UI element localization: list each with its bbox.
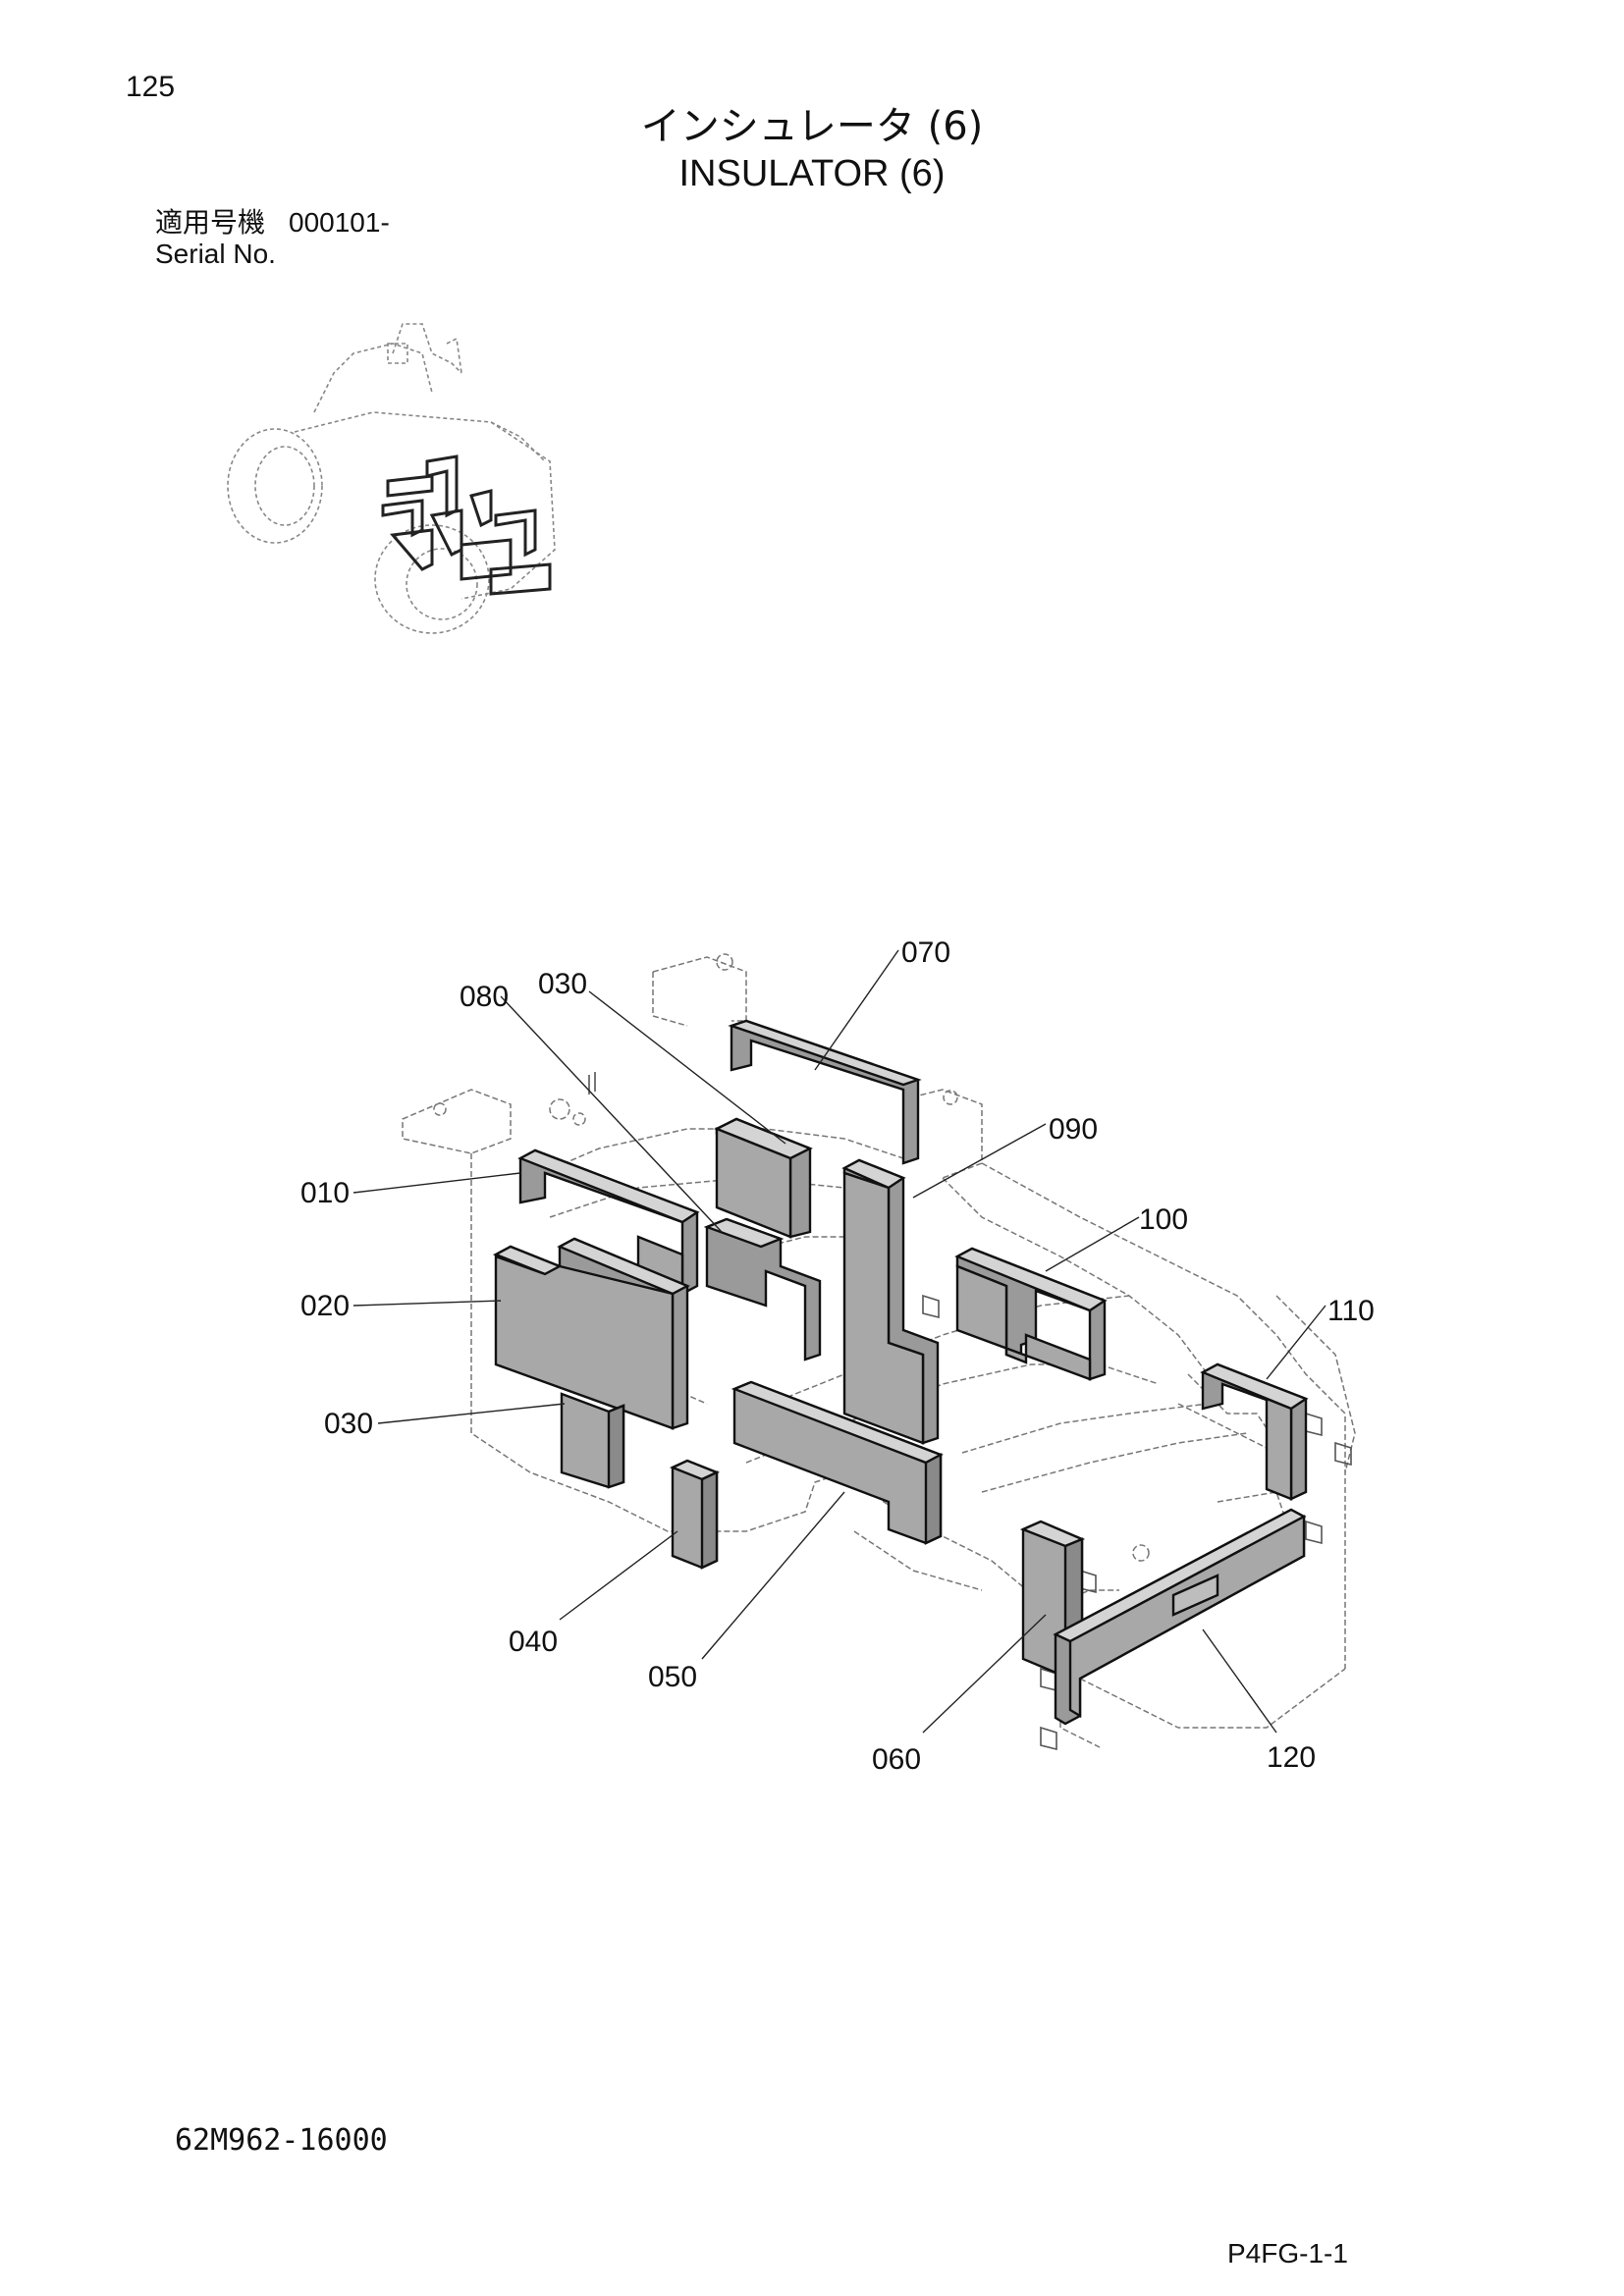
callout-120: 120	[1267, 1741, 1316, 1774]
serial-label-japanese: 適用号機 000101-	[155, 201, 390, 240]
document-code: 62M962-16000	[175, 2123, 388, 2158]
callout-labels: 070 080 030 090 100 110 010 020 030 040 …	[300, 936, 1375, 1776]
serial-label-jp: 適用号機	[155, 206, 266, 239]
callout-030-lower: 030	[324, 1408, 373, 1440]
title-english: INSULATOR (6)	[678, 153, 946, 194]
frame-details	[588, 1072, 1352, 1751]
title-japanese: インシュレータ (6)	[640, 104, 984, 149]
callout-010: 010	[300, 1177, 350, 1209]
part-040	[669, 1459, 721, 1570]
callout-040: 040	[509, 1626, 558, 1658]
part-110	[1200, 1362, 1309, 1501]
callout-090: 090	[1049, 1113, 1098, 1146]
thumbnail-insulator-highlight	[381, 454, 552, 596]
part-020	[492, 1237, 690, 1430]
serial-label-english: Serial No.	[155, 239, 276, 269]
callout-080: 080	[460, 981, 509, 1013]
callout-050: 050	[648, 1661, 697, 1693]
machine-thumbnail	[227, 323, 556, 634]
leader-lines	[352, 949, 1326, 1734]
callout-020: 020	[300, 1290, 350, 1322]
callout-110: 110	[1327, 1295, 1375, 1327]
callout-030-upper: 030	[538, 968, 587, 1000]
page-number: 125	[126, 71, 176, 103]
part-070	[728, 1019, 922, 1165]
part-090	[841, 1158, 940, 1445]
part-080	[703, 1217, 822, 1362]
page-reference: P4FG-1-1	[1227, 2238, 1348, 2269]
part-030-lower	[560, 1392, 625, 1489]
part-120	[1053, 1508, 1307, 1726]
part-100	[954, 1247, 1108, 1381]
callout-100: 100	[1139, 1203, 1188, 1236]
part-030-upper	[714, 1117, 813, 1239]
insulator-parts	[492, 1019, 1309, 1726]
callout-070: 070	[901, 936, 950, 969]
part-050	[731, 1380, 944, 1545]
callout-060: 060	[872, 1743, 921, 1776]
serial-value: 000101-	[289, 207, 390, 238]
